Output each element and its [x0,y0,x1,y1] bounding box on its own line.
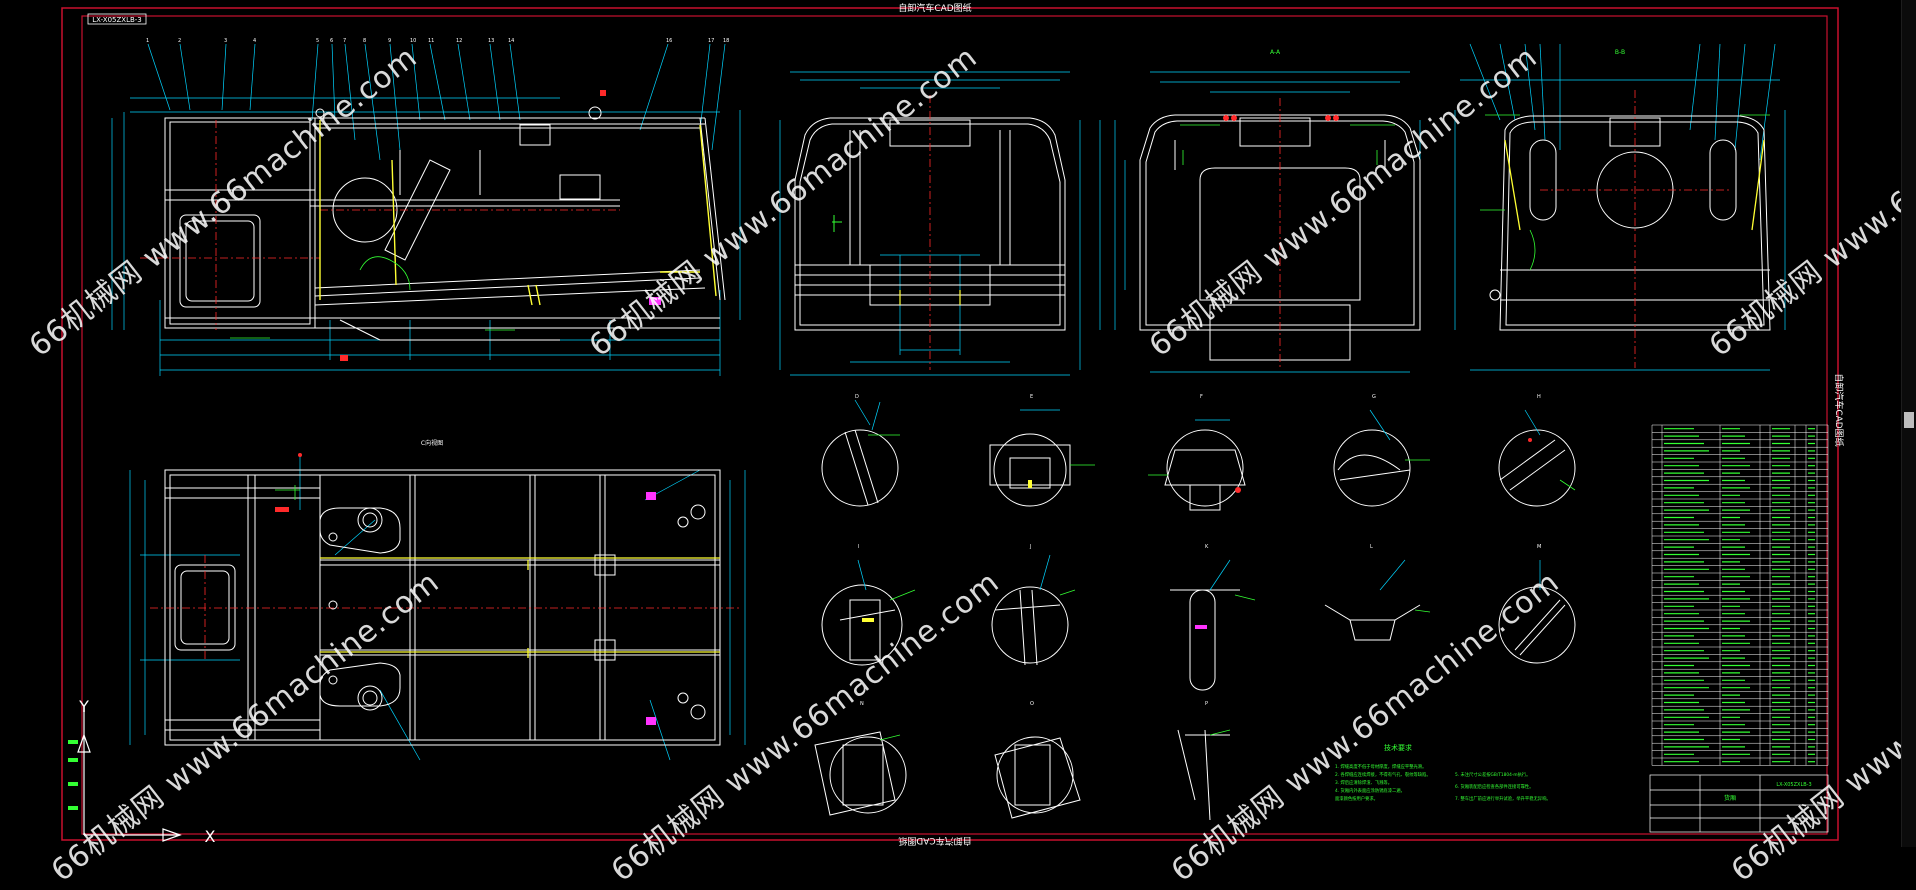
tech-req-left-5: 面漆颜色按用户要求。 [1335,795,1378,802]
scrollbar-thumb[interactable] [1904,412,1914,428]
technical-requirements: 技术要求 1. 焊缝高度不低于母材厚度，焊缝应平整光滑。 2. 各焊缝应连续焊接… [1335,743,1551,802]
svg-text:11: 11 [428,38,434,44]
section-label-top: A-A [1270,49,1281,56]
svg-text:7: 7 [343,38,346,44]
ucs-icon [77,710,182,842]
title-block-name: 货厢 [1724,794,1736,802]
detail-annotations [868,434,1576,741]
top-title: 自卸汽车CAD图纸 [898,2,971,14]
title-block [1649,774,1829,833]
svg-text:N: N [860,701,864,707]
svg-text:H: H [1537,394,1541,400]
svg-text:3: 3 [224,38,227,44]
inner-frame [81,15,1828,835]
svg-text:D: D [855,394,859,400]
svg-text:18: 18 [723,38,729,44]
tech-req-left-2: 2. 各焊缝应连续焊接，不得有气孔、裂纹等缺陷。 [1335,771,1431,778]
section-label-mid: B-B [1615,49,1625,56]
svg-text:G: G [1372,394,1376,400]
svg-text:E: E [1030,394,1033,400]
svg-text:4: 4 [253,38,256,44]
view-label-bottom: C向视图 [421,439,443,447]
outer-frame [61,7,1839,841]
detail-dimensions [854,399,1541,591]
svg-text:13: 13 [488,38,494,44]
svg-text:I: I [858,544,859,550]
svg-text:10: 10 [410,38,416,44]
top-view: C向视图 [129,439,746,761]
section-a-a: A-A [1099,49,1421,373]
svg-text:1: 1 [146,38,149,44]
cad-drawing-canvas[interactable]: 自卸汽车CAD图纸 自卸汽车CAD图纸 自卸汽车CAD图纸 LX-X05ZXLB… [0,0,1902,847]
tech-req-left-1: 1. 焊缝高度不低于母材厚度，焊缝应平整光滑。 [1335,763,1426,770]
svg-text:O: O [1030,701,1034,707]
svg-text:5: 5 [316,38,319,44]
drawing-number-box [87,13,147,25]
side-title: 自卸汽车CAD图纸 [1833,373,1845,446]
tech-req-left-3: 3. 焊后应清除焊渣、飞溅等。 [1335,779,1392,786]
tech-req-right-1: 5. 未注尺寸公差按GB/T1804-m执行。 [1455,771,1530,778]
svg-text:M: M [1537,544,1541,550]
svg-text:L: L [1370,544,1373,550]
rear-view [779,71,1081,376]
detail-views [814,429,1576,821]
ucs-x-label: X [205,827,216,846]
svg-text:14: 14 [508,38,514,44]
svg-text:F: F [1200,394,1203,400]
tech-req-title: 技术要求 [1384,743,1412,752]
bottom-title: 自卸汽车CAD图纸 [898,835,971,847]
svg-text:16: 16 [666,38,672,44]
svg-text:6: 6 [330,38,333,44]
svg-text:K: K [1205,544,1209,550]
section-b-b: B-B [1454,43,1786,371]
svg-text:P: P [1205,701,1208,707]
svg-text:17: 17 [708,38,714,44]
svg-text:9: 9 [388,38,391,44]
svg-text:2: 2 [178,38,181,44]
svg-text:12: 12 [456,38,462,44]
ucs-y-label: Y [78,697,89,716]
svg-text:J: J [1029,544,1031,550]
parts-list-table [1651,424,1829,766]
title-block-code: LX-X05ZXLB-3 [1776,782,1811,788]
vertical-scrollbar[interactable] [1901,0,1916,847]
drawing-number: LX-X05ZXLB-3 [92,16,142,24]
tech-req-right-2: 6. 货厢装配后应检查各部件连接可靠性。 [1455,783,1534,790]
tech-req-left-4: 4. 货厢内外表面应涂防锈底漆二遍， [1335,787,1405,794]
tech-req-right-3: 7. 整车出厂前应进行举升试验，举升平稳无异响。 [1455,795,1551,802]
svg-text:8: 8 [363,38,366,44]
